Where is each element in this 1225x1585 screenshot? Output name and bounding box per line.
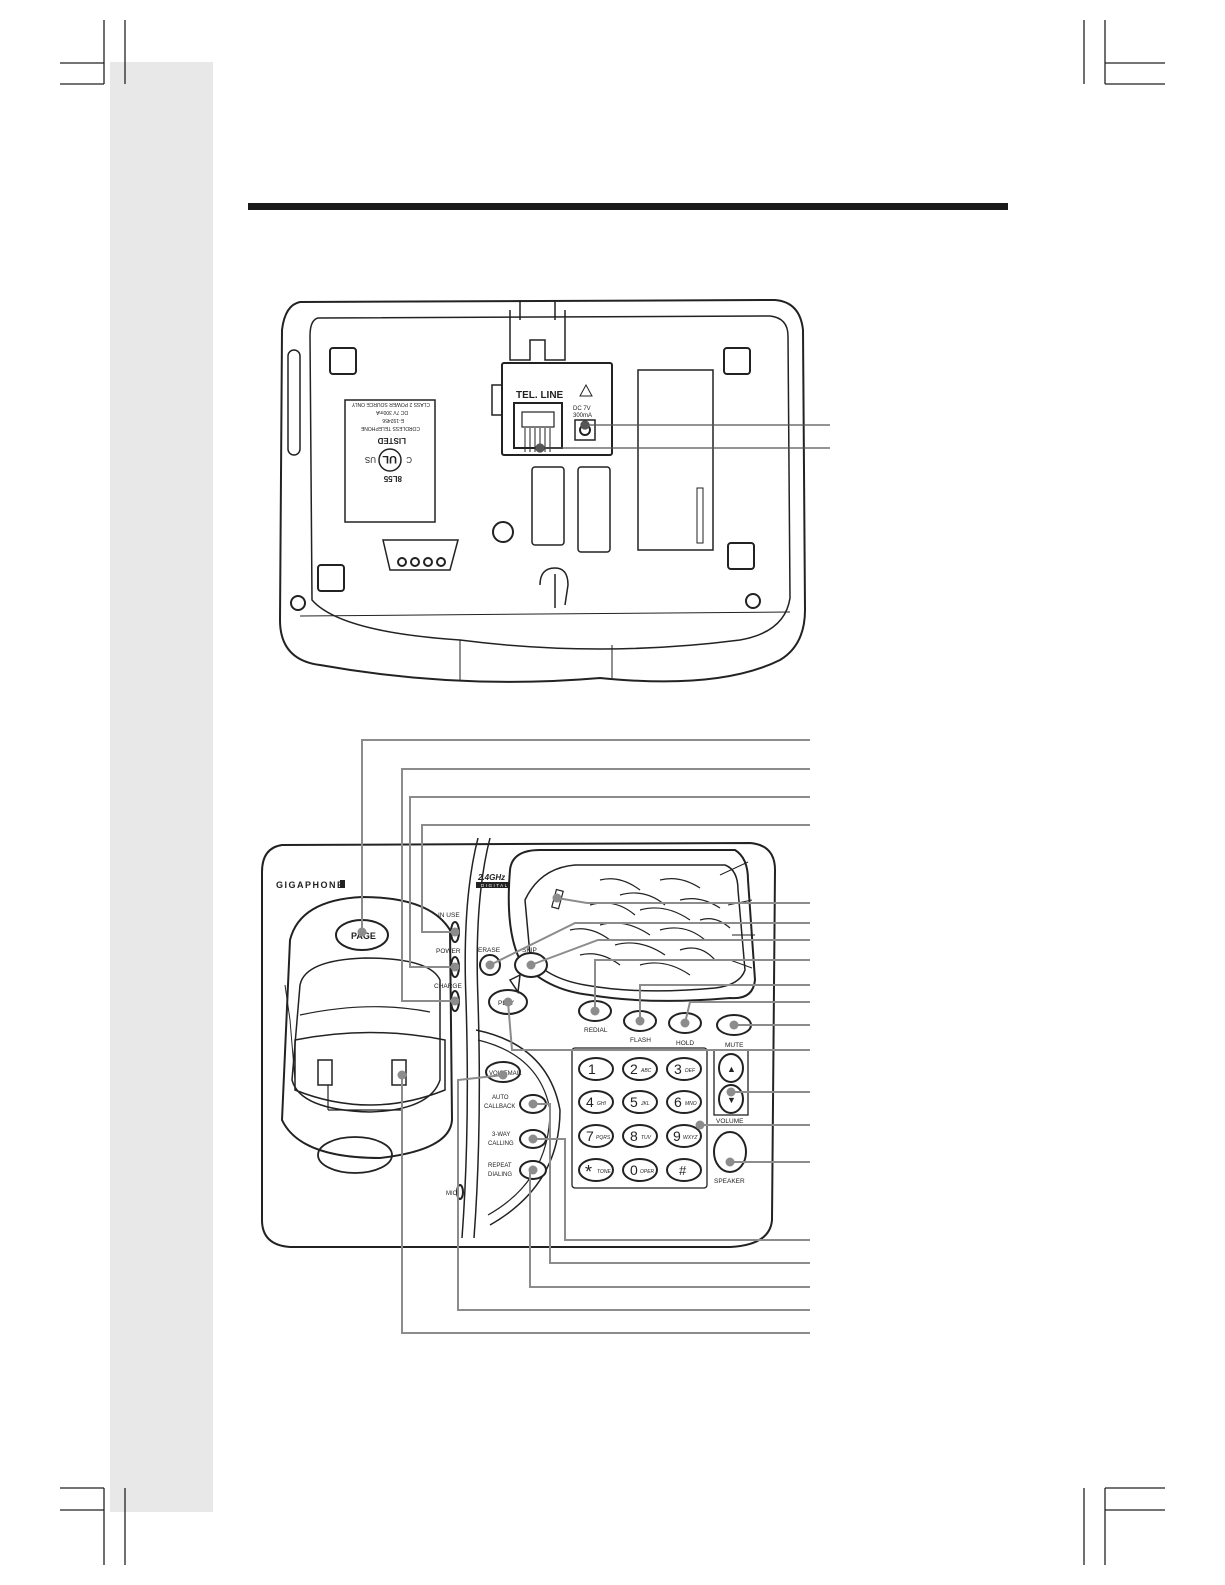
speaker-rays xyxy=(719,861,755,969)
ul-line-2: E-192456 xyxy=(382,417,404,423)
erase-label: ERASE xyxy=(478,947,501,954)
in-use-label: IN USE xyxy=(438,912,460,919)
key-letters: WXYZ xyxy=(683,1135,698,1141)
tel-line-label: TEL. LINE xyxy=(516,390,564,401)
bottom-leaders xyxy=(535,420,830,453)
ul-c-mark: C xyxy=(406,455,412,464)
ul-line-3: DC 7V 300mA xyxy=(375,409,408,415)
key-letters: GHI xyxy=(597,1101,607,1107)
ul-us-mark: US xyxy=(365,455,376,464)
key-digit: 3 xyxy=(674,1061,682,1077)
key-letters: TUV xyxy=(641,1135,652,1141)
top-leaders xyxy=(361,739,810,1334)
ul-number: 8L55 xyxy=(383,474,402,483)
volume-up-arrow: ▲ xyxy=(727,1064,736,1074)
flash-label: FLASH xyxy=(630,1037,651,1044)
key-letters: OPER xyxy=(640,1169,655,1175)
base-bottom-view xyxy=(278,298,807,683)
key-letters: ABC xyxy=(640,1068,652,1074)
key-digit: 8 xyxy=(630,1128,638,1144)
band-sub: DIGITAL xyxy=(481,883,509,888)
band-badge xyxy=(476,882,510,888)
base-top-view xyxy=(261,837,777,1248)
key-digit: 6 xyxy=(674,1094,682,1110)
key-digit: 2 xyxy=(630,1061,638,1077)
key-letters: JKL xyxy=(640,1101,650,1107)
volume-up-button[interactable] xyxy=(718,1053,744,1083)
three-way-label-1: 3-WAY xyxy=(492,1132,510,1138)
key-digit: 9 xyxy=(673,1128,681,1144)
mute-label: MUTE xyxy=(725,1042,744,1049)
ul-listed: LISTED xyxy=(377,436,406,445)
key-letters: DEF xyxy=(685,1068,696,1074)
header-rule xyxy=(248,203,1008,210)
speaker-label: SPEAKER xyxy=(714,1178,745,1185)
key-letters: MNO xyxy=(685,1101,697,1107)
key-letters: TONE xyxy=(597,1169,611,1175)
charge-label: CHARGE xyxy=(434,983,462,990)
keypad-key[interactable]: 1 xyxy=(578,1057,614,1081)
redial-label: REDIAL xyxy=(584,1027,608,1034)
key-digit: * xyxy=(585,1162,592,1182)
keypad-key[interactable]: # xyxy=(666,1158,702,1182)
volume-label: VOLUME xyxy=(716,1118,744,1125)
hold-label: HOLD xyxy=(676,1040,694,1047)
key-digit: 1 xyxy=(588,1061,596,1077)
key-digit: # xyxy=(679,1163,687,1178)
ul-label-block: UL C US 8L55 LISTED CORDLESS TELEPHONE E… xyxy=(351,401,430,483)
dc-current-label: 300mA xyxy=(573,413,592,419)
auto-callback-label-1: AUTO xyxy=(492,1095,509,1101)
ul-line-4: CLASS 2 POWER SOURCE ONLY xyxy=(351,401,430,407)
ul-mark: UL xyxy=(382,453,397,465)
keypad-key[interactable]: * TONE xyxy=(578,1158,614,1182)
skip-label: SKIP xyxy=(522,947,537,954)
key-digit: 0 xyxy=(630,1162,638,1178)
crop-marks xyxy=(60,20,1165,1565)
band-title: 2.4GHz xyxy=(477,873,505,882)
leader-dots xyxy=(357,893,739,1175)
repeat-dialing-label-1: REPEAT xyxy=(488,1163,512,1169)
mic-label: MIC xyxy=(446,1191,458,1197)
key-digit: 4 xyxy=(586,1094,594,1110)
auto-callback-label-2: CALLBACK xyxy=(484,1104,515,1110)
left-margin-band xyxy=(110,62,213,1512)
repeat-dialing-label-2: DIALING xyxy=(488,1172,512,1178)
key-letters: PQRS xyxy=(596,1135,611,1141)
dc-label: DC 7V xyxy=(573,406,591,412)
ul-line-1: CORDLESS TELEPHONE xyxy=(360,425,420,431)
brand-logo-mark xyxy=(340,880,345,888)
volume-down-arrow: ▼ xyxy=(727,1095,736,1105)
key-digit: 7 xyxy=(586,1128,594,1144)
skip-play-connector xyxy=(508,973,521,995)
brand-logo: GIGAPHONE xyxy=(276,880,345,890)
three-way-label-2: CALLING xyxy=(488,1141,514,1147)
key-digit: 5 xyxy=(630,1094,638,1110)
base-bottom-texts: TEL. LINE DC 7V 300mA UL C US 8L55 LISTE… xyxy=(351,390,592,483)
power-label: POWER xyxy=(436,948,461,955)
